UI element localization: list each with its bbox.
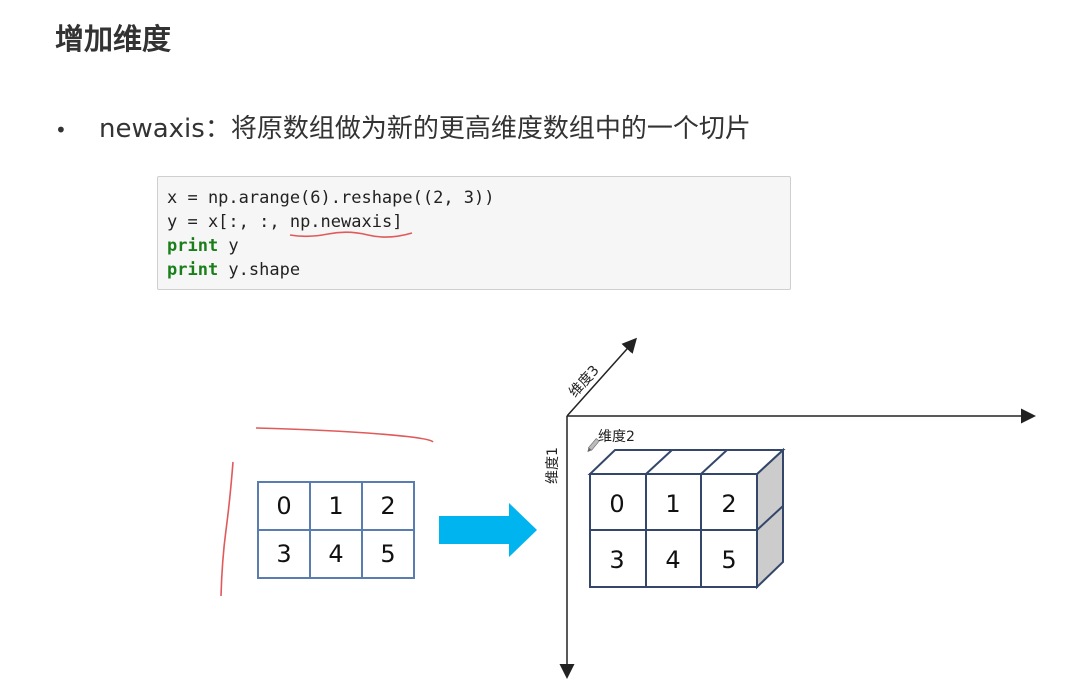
axis-2-label: 维度2 — [598, 429, 635, 445]
grid-row: 0 1 2 — [257, 481, 415, 531]
red-annotation-stroke-top — [255, 427, 434, 443]
cube-cell-value: 0 — [609, 490, 624, 518]
newaxis-text: np.newaxis — [289, 212, 393, 232]
code-line-2-start: y = x[:, :, — [167, 212, 290, 232]
cube-top-divider — [700, 449, 728, 475]
red-annotation-stroke-left — [220, 461, 234, 597]
grid-row: 3 4 5 — [257, 529, 415, 579]
pencil-icon — [587, 438, 600, 453]
cube-top-face — [587, 449, 786, 475]
code-line-2-end: ] — [392, 212, 403, 232]
axis-1-label: 维度1 — [545, 447, 561, 484]
code-block: x = np.arange(6).reshape((2, 3)) y = x[:… — [157, 176, 791, 290]
grid-cell: 0 — [257, 481, 311, 531]
code-line-4: print y.shape — [167, 258, 790, 282]
bullet-text: newaxis：将原数组做为新的更高维度数组中的一个切片 — [99, 114, 751, 144]
cube-cell-value: 3 — [609, 546, 624, 574]
bullet-point: • newaxis：将原数组做为新的更高维度数组中的一个切片 — [55, 108, 751, 145]
cube-cell-value: 1 — [665, 490, 680, 518]
grid-cell: 4 — [309, 529, 363, 579]
slide-title: 增加维度 — [55, 22, 172, 56]
code-line-1: x = np.arange(6).reshape((2, 3)) — [167, 188, 495, 208]
array-2d-grid: 0 1 2 3 4 5 — [257, 481, 415, 579]
bullet-dot: • — [55, 117, 67, 142]
print-keyword: print — [167, 236, 219, 256]
cube-side-divider — [756, 505, 784, 531]
code-line-4-rest: y.shape — [218, 260, 301, 280]
newaxis-underlined: np.newaxis — [289, 210, 413, 238]
cube-top-divider — [645, 449, 673, 475]
cube-cell-value: 5 — [721, 546, 736, 574]
cube-cell-value: 4 — [665, 546, 680, 574]
axis-3-line — [566, 337, 638, 417]
code-line-3-rest: y — [218, 236, 239, 256]
code-line-2: y = x[:, :, np.newaxis] — [167, 210, 790, 238]
code-line-3: print y — [167, 234, 790, 258]
grid-cell: 5 — [361, 529, 415, 579]
handwritten-underline — [289, 231, 413, 238]
grid-cell: 2 — [361, 481, 415, 531]
transform-arrow-icon — [439, 503, 537, 557]
grid-cell: 1 — [309, 481, 363, 531]
cube-cell-value: 2 — [721, 490, 736, 518]
grid-cell: 3 — [257, 529, 311, 579]
print-keyword: print — [167, 260, 219, 280]
